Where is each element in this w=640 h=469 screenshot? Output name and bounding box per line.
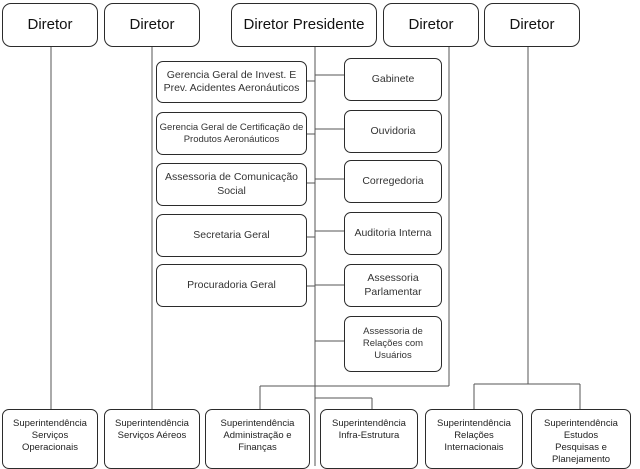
unit-corregedoria: Corregedoria [344,160,442,203]
unit-assessoria-comunicacao: Assessoria de Comunicação Social [156,163,307,206]
sup-relacoes-internacionais: Superintendência Relações Internacionais [425,409,523,469]
unit-ouvidoria: Ouvidoria [344,110,442,153]
director-president-box: Diretor Presidente [231,3,377,47]
director-box-5: Diretor [484,3,580,47]
unit-procuradoria-geral: Procuradoria Geral [156,264,307,307]
sup-servicos-aereos: Superintendência Serviços Aéreos [104,409,200,469]
director-box-4: Diretor [383,3,479,47]
unit-assessoria-parlamentar: Assessoria Parlamentar [344,264,442,307]
sup-infra-estrutura: Superintendência Infra-Estrutura [320,409,418,469]
unit-auditoria-interna: Auditoria Interna [344,212,442,255]
sup-servicos-operacionais: Superintendência Serviços Operacionais [2,409,98,469]
sup-administracao-financas: Superintendência Administração e Finança… [205,409,310,469]
unit-assessoria-relacoes-usuarios: Assessoria de Relações com Usuários [344,316,442,372]
director-box-1: Diretor [2,3,98,47]
unit-gerencia-investigacao: Gerencia Geral de Invest. E Prev. Aciden… [156,61,307,103]
unit-gerencia-certificacao: Gerencia Geral de Certificação de Produt… [156,112,307,155]
sup-estudos-pesquisas: Superintendência Estudos Pesquisas e Pla… [531,409,631,469]
director-box-2: Diretor [104,3,200,47]
unit-secretaria-geral: Secretaria Geral [156,214,307,257]
unit-gabinete: Gabinete [344,58,442,101]
